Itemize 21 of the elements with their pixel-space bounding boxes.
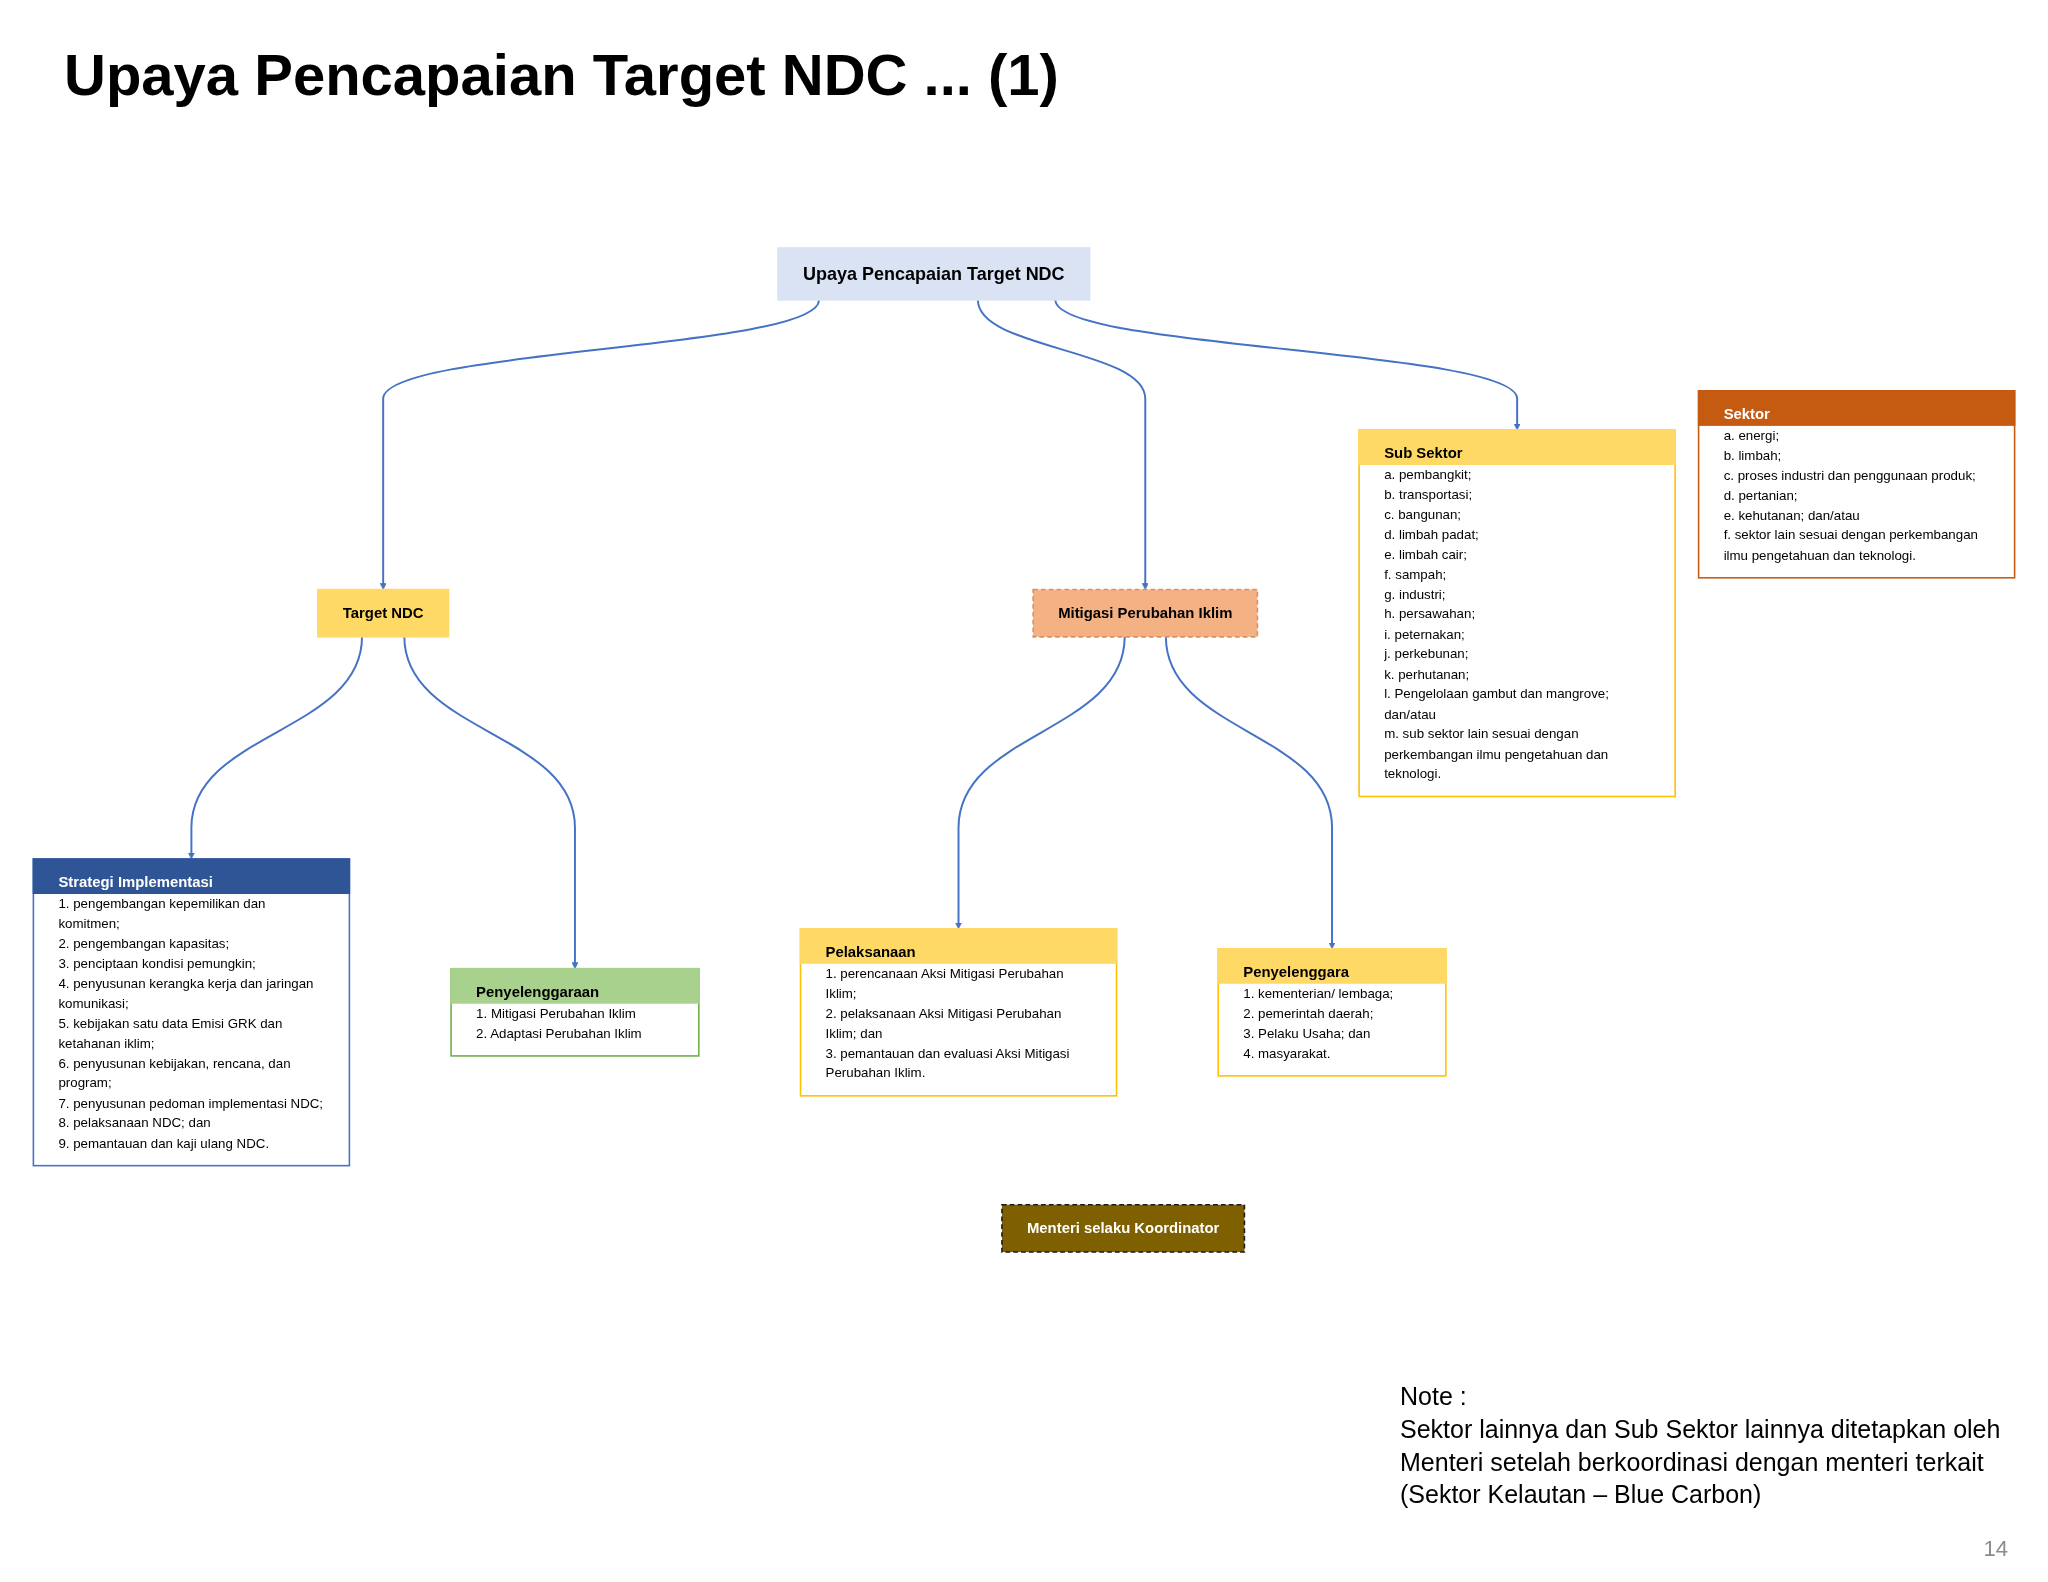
process-box: Menteri selaku Koordinator	[1001, 1204, 1246, 1253]
list-card: Pelaksanaan 1. perencanaan Aksi Mitigasi Perubahan Iklim; 2. pelaksanaan Aksi Mitigasi Perubahan Iklim; dan 3. pemantauan dan evaluasi Aksi Mitigasi Perubahan Iklim.	[799, 928, 1118, 1097]
arrow	[955, 635, 1126, 930]
title-box: Upaya Pencapaian Target NDC	[777, 247, 1091, 301]
note-heading: Note :	[1400, 1381, 1468, 1412]
process-box: Target NDC	[317, 588, 450, 638]
arrow	[976, 298, 1149, 590]
arrow	[1164, 635, 1336, 950]
process-box: Mitigasi Perubahan Iklim	[1032, 588, 1259, 638]
arrow	[1054, 298, 1521, 431]
list-card: Strategi Implementasi 1. pengembangan kepemilikan dan komitmen; 2. pengembangan kapasitas; 3. penciptaan kondisi pemungkin; 4. penyusunan kerangka kerja dan jaringan komunikasi; 5. kebijakan satu data Emisi GRK dan ketahanan iklim; 6. penyusunan kebijakan, rencana, dan program; 7. penyusunan pedoman implementasi NDC; 8. pelaksanaan NDC; dan 9. pemantauan dan kaji ulang NDC.	[32, 858, 351, 1167]
list-card: Penyelenggara 1. kementerian/ lembaga; 2. pemerintah daerah; 3. Pelaku Usaha; dan 4. masyarakat.	[1217, 948, 1447, 1077]
list-card: Sektor a. energi; b. limbah; c. proses industri dan penggunaan produk; d. pertanian; e. kehutanan; dan/atau f. sektor lain sesuai dengan perkembangan ilmu pengetahuan dan teknologi.	[1697, 390, 2016, 579]
title: Upaya Pencapaian Target NDC ... (1)	[64, 41, 1059, 109]
arrow	[403, 635, 579, 970]
list-card: Sub Sektor a. pembangkit; b. transportasi; c. bangunan; d. limbah padat; e. limbah cair; f. sampah; g. industri; h. persawahan; i. peternakan; j. perkebunan; k. perhutanan; l. Pengelolaan gambut dan mangrove; dan/atau m. sub sektor lain sesuai dengan perkembangan ilmu pengetahuan dan teknologi.	[1358, 429, 1676, 798]
note-text: Sektor lainnya dan Sub Sektor lainnya ditetapkan oleh Menteri setelah berkoordinasi dengan menteri terkait (Sektor Kelautan – Blue Carbon)	[1400, 1414, 2002, 1510]
arrow	[379, 298, 820, 590]
list-card: Penyelenggaraan 1. Mitigasi Perubahan Iklim 2. Adaptasi Perubahan Iklim	[450, 967, 700, 1057]
arrow	[187, 635, 363, 860]
page-number: 14	[1983, 1535, 2008, 1563]
